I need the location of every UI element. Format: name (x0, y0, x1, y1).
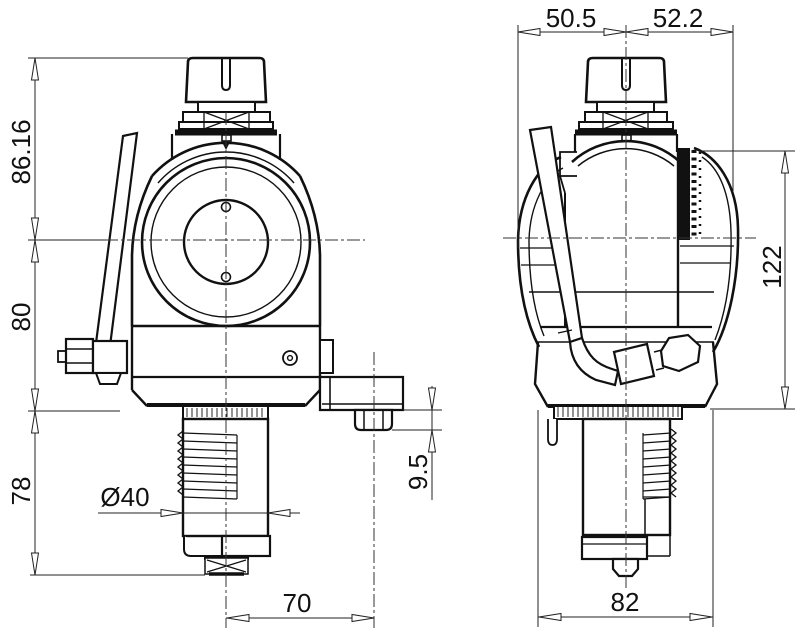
set-screw-center (286, 354, 294, 362)
collar-latch (547, 419, 558, 446)
dimension-labels: 86.16 80 78 50.5 52.2 122 9.5 Ø40 70 82 (6, 3, 787, 618)
thread-root-side (642, 433, 670, 499)
spindle-neck (197, 101, 256, 113)
knurl-band (678, 148, 690, 240)
bulge-right-outer (693, 146, 740, 353)
dim-label-body-height: 122 (757, 245, 787, 288)
hex-end-cap (659, 333, 702, 373)
thread-lines-side (642, 432, 672, 500)
centerlines (105, 25, 756, 628)
collar-serrations (186, 408, 263, 417)
dome-arc-inner-side (577, 147, 675, 167)
clamp-block (91, 339, 129, 375)
dim-label-shank-length: 78 (6, 477, 36, 506)
thread-lines (182, 432, 238, 500)
dim-label-center-height: 80 (6, 303, 36, 332)
tip-block (220, 534, 272, 558)
body-side-right (298, 175, 322, 326)
body-side-left (130, 175, 154, 326)
tip-sleeve (183, 536, 222, 557)
base-right-edge-side (703, 341, 719, 408)
thread-zigzag (176, 430, 185, 496)
clamp-bracket (64, 337, 95, 375)
dim-label-total-height: 86.16 (6, 119, 36, 184)
dim-label-shank-diameter: Ø40 (100, 482, 149, 512)
collet-nut (184, 56, 268, 104)
side-tab (319, 339, 334, 374)
bulge-right-inner (701, 156, 732, 341)
ring-edge-lines (520, 245, 734, 266)
dim-label-width-left: 50.5 (546, 3, 597, 33)
side-view (516, 56, 740, 578)
base-chamfer-right (304, 389, 321, 407)
base-chamfer-left (131, 389, 148, 407)
tip-block-side (580, 535, 649, 561)
tip-pin-side (611, 557, 640, 578)
dim-label-flange-offset: 9.5 (403, 454, 433, 490)
lever-tube (568, 336, 620, 387)
clamp-nib (57, 350, 67, 363)
collar-serrations-side (557, 407, 679, 417)
collet-nut-slot-side (621, 58, 631, 92)
clamp-bracket-lines (66, 348, 93, 364)
thread-zigzag-side (669, 428, 678, 498)
dim-label-base-width: 82 (611, 587, 640, 617)
dimension-arrows (30, 27, 790, 623)
tube-joint-line (557, 329, 573, 334)
extension-lines (28, 25, 795, 627)
dimension-lines (28, 25, 795, 627)
tool-flange (318, 375, 405, 412)
clamp-foot (94, 372, 123, 385)
tube-fitting (612, 342, 656, 386)
dim-label-axis-to-bolt: 70 (283, 588, 312, 618)
dim-label-width-right: 52.2 (653, 3, 704, 33)
face-notch (559, 151, 577, 194)
base-left-edge-side (533, 341, 550, 408)
hex-bolt-facets (363, 410, 384, 429)
collet-nut-slot (221, 58, 231, 92)
set-screw (282, 350, 298, 366)
